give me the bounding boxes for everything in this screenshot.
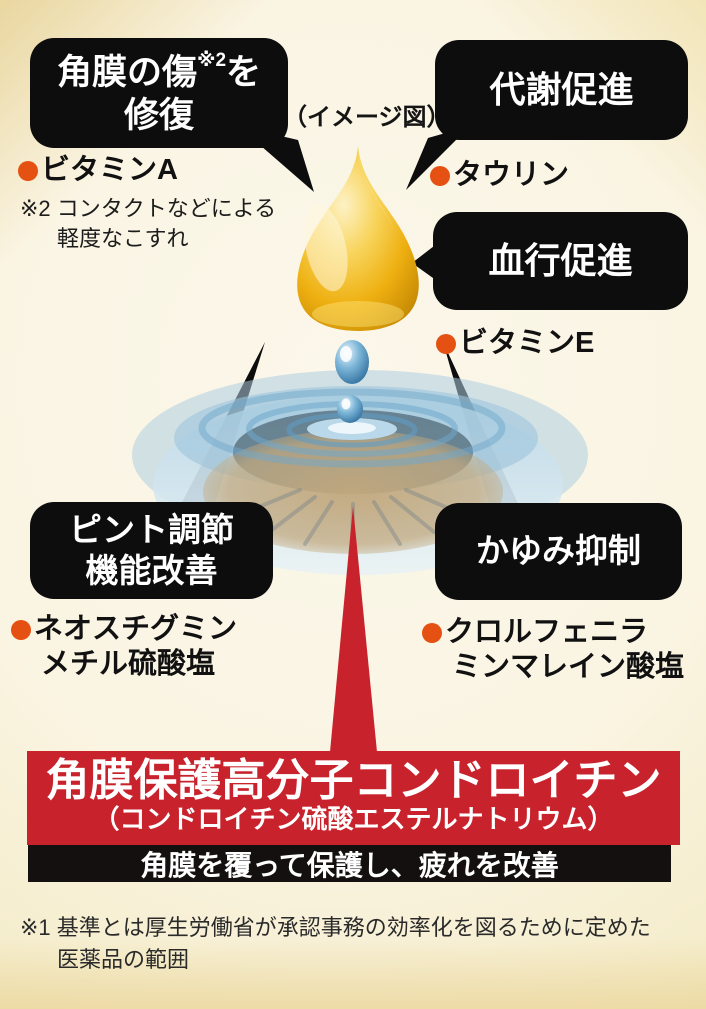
callout-repair-line1: 角膜の傷※2を (56, 49, 262, 92)
ingredient-taurine: タウリン (430, 158, 569, 193)
footnote-1: ※1 基準とは厚生労働省が承認事務の効率化を図るために定めた 医薬品の範囲 (20, 912, 651, 976)
callout-focus: ピント調節 機能改善 (30, 502, 273, 599)
red-arrow (330, 506, 377, 752)
banner-subtitle: （コンドロイチン硫酸エステルナトリウム） (93, 804, 614, 835)
ingredient-neostigmine: ネオスチグミン メチル硫酸塩 (11, 612, 237, 683)
ingredient-vitamin-e-label: ビタミンE (459, 327, 595, 359)
banner-title: 角膜保護高分子コンドロイチン (45, 756, 662, 805)
ingredient-chlorpheniramine-line2: ミンマレイン酸塩 (452, 651, 685, 684)
footnote-1-line2: 医薬品の範囲 (57, 946, 190, 972)
footnote-2-line2: 軽度なこすれ (57, 226, 189, 252)
footnote-2-line1: ※2 コンタクトなどによる (20, 196, 277, 221)
callout-focus-line1: ピント調節 (69, 511, 234, 549)
tail-metabolism (406, 126, 470, 190)
callout-itch: かゆみ抑制 (435, 503, 682, 600)
gold-drop-illustration (297, 146, 419, 331)
image-note: （イメージ図） (283, 104, 451, 131)
callout-repair: 角膜の傷※2を 修復 (30, 38, 288, 148)
callout-itch-label: かゆみ抑制 (476, 532, 641, 570)
callout-focus-line2: 機能改善 (85, 551, 218, 589)
ingredient-neostigmine-line2: メチル硫酸塩 (41, 648, 216, 681)
bullet-icon (18, 160, 38, 181)
bullet-icon (430, 165, 450, 186)
bullet-icon (11, 619, 31, 640)
ingredient-vitamin-e: ビタミンE (436, 326, 594, 361)
callout-circulation: 血行促進 (433, 212, 688, 310)
callout-metabolism-label: 代謝促進 (489, 69, 634, 111)
callout-repair-line2: 修復 (123, 95, 194, 135)
callout-circulation-label: 血行促進 (488, 240, 633, 282)
callout-metabolism: 代謝促進 (435, 40, 688, 140)
bullet-icon (436, 333, 456, 354)
ingredient-chlorpheniramine: クロルフェニラ ミンマレイン酸塩 (422, 615, 684, 686)
chondroitin-banner: 角膜保護高分子コンドロイチン （コンドロイチン硫酸エステルナトリウム） (27, 751, 680, 845)
blue-droplet-large (335, 340, 369, 384)
footnote-1-line1: ※1 基準とは厚生労働省が承認事務の効率化を図るために定めた (20, 915, 651, 940)
ingredient-neostigmine-line1: ネオスチグミン (34, 613, 238, 645)
footnote-marker-2: ※2 (196, 49, 227, 71)
ingredient-vitamin-a: ビタミンA (18, 153, 178, 188)
banner-strip: 角膜を覆って保護し、疲れを改善 (28, 845, 671, 882)
ingredient-vitamin-a-label: ビタミンA (41, 154, 178, 186)
bullet-icon (422, 622, 442, 643)
ingredient-chlorpheniramine-line1: クロルフェニラ (445, 616, 649, 648)
blue-droplet-small (337, 395, 363, 423)
footnote-2: ※2 コンタクトなどによる 軽度なこすれ (20, 194, 276, 255)
ingredient-taurine-label: タウリン (453, 159, 570, 191)
